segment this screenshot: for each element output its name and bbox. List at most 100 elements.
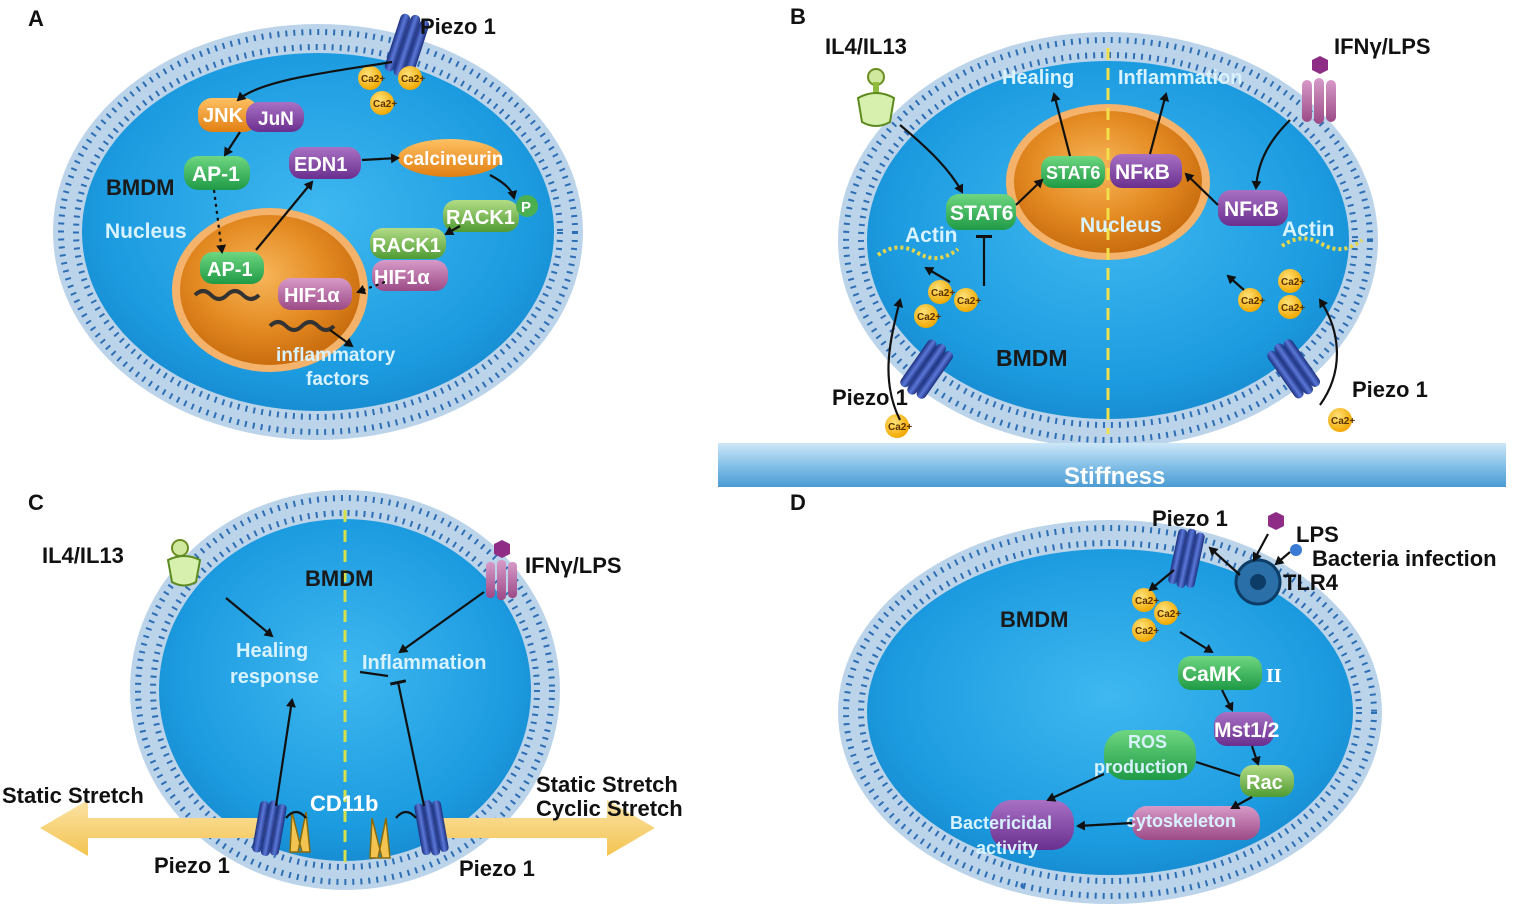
healing-response-label: response bbox=[230, 666, 319, 688]
rack1-p-label: RACK1 bbox=[446, 207, 515, 229]
arrow bbox=[1252, 533, 1269, 562]
rack1-p-protein bbox=[443, 200, 519, 232]
tlr4-receptor-icon bbox=[1234, 558, 1282, 606]
cd11b-label: CD11b bbox=[310, 791, 378, 816]
lps-icon bbox=[1268, 512, 1284, 530]
piezo-channel-icon bbox=[1267, 339, 1321, 399]
actin-filament-icon bbox=[876, 245, 960, 261]
ros-protein bbox=[1104, 730, 1196, 780]
arrow bbox=[1050, 92, 1072, 157]
bactericidal-protein bbox=[990, 800, 1074, 850]
bmdm-label: BMDM bbox=[996, 345, 1068, 371]
arrow bbox=[1148, 569, 1175, 592]
inhibition-bar bbox=[389, 679, 426, 807]
rack1-label: RACK1 bbox=[372, 235, 441, 257]
bmdm-label: BMDM bbox=[106, 175, 174, 200]
svg-text:Ca2+: Ca2+ bbox=[1241, 296, 1265, 307]
jun-label: JuN bbox=[258, 109, 294, 130]
calcineurin-label: calcineurin bbox=[403, 149, 503, 170]
ifn-receptor-icon bbox=[1302, 56, 1336, 124]
activity-label: activity bbox=[976, 838, 1038, 858]
panel-letter: D bbox=[790, 490, 806, 515]
piezo-label: Piezo 1 bbox=[1152, 506, 1228, 531]
arrow bbox=[1076, 820, 1133, 831]
stat6-nuclear-label: STAT6 bbox=[1046, 163, 1100, 183]
camk-protein bbox=[1178, 656, 1262, 690]
tlr4-label: TLR4 bbox=[1283, 570, 1339, 595]
panel-c: IL4/IL13 IFNγ/LPS BMDM Healing response … bbox=[2, 490, 683, 890]
lps-label: LPS bbox=[1296, 522, 1339, 547]
arrow bbox=[361, 153, 400, 164]
arrow bbox=[489, 174, 518, 200]
cyclic-stretch-label: Cyclic Stretch bbox=[536, 796, 683, 821]
piezo-channel-icon bbox=[252, 800, 287, 856]
ap1-nuclear-label: AP-1 bbox=[207, 259, 253, 281]
arrow bbox=[236, 60, 393, 102]
arrow bbox=[1251, 119, 1291, 190]
bacteria-label: Bacteria infection bbox=[1312, 546, 1497, 571]
arrow bbox=[444, 225, 461, 235]
piezo-left-label: Piezo 1 bbox=[154, 853, 230, 878]
nfkb-label: NFκB bbox=[1224, 198, 1279, 221]
stretch-arrow-right bbox=[420, 800, 655, 856]
arrow bbox=[329, 329, 354, 348]
piezo-label: Piezo 1 bbox=[420, 14, 496, 39]
static-stretch-left-label: Static Stretch bbox=[2, 783, 144, 808]
ros-production-label: production bbox=[1094, 757, 1188, 777]
calcineurin-protein bbox=[398, 139, 502, 177]
stat6-label: STAT6 bbox=[950, 202, 1013, 225]
cd11b-integrin-icon bbox=[289, 811, 391, 859]
arrow bbox=[1015, 178, 1044, 206]
arrow bbox=[1250, 745, 1261, 766]
stretch-arrow-left bbox=[40, 800, 278, 856]
rack1-protein bbox=[370, 228, 446, 259]
hif1a-protein bbox=[372, 260, 448, 291]
piezo-right-label: Piezo 1 bbox=[459, 856, 535, 881]
svg-text:Ca2+: Ca2+ bbox=[957, 296, 981, 307]
arrow bbox=[1274, 551, 1291, 566]
lipid-heads-outer bbox=[58, 29, 578, 435]
factors-label: factors bbox=[306, 369, 369, 390]
lipid-heads-outer bbox=[843, 525, 1377, 899]
ap1-nuclear-protein bbox=[200, 252, 264, 284]
il4-label: IL4/IL13 bbox=[825, 34, 907, 59]
hif1a-nuclear-protein bbox=[278, 278, 352, 310]
piezo-channel-icon bbox=[900, 339, 954, 399]
arrow bbox=[924, 266, 951, 283]
dna-icon bbox=[193, 289, 261, 301]
nucleus-label: Nucleus bbox=[1080, 214, 1162, 237]
arrow bbox=[887, 298, 904, 421]
il4-receptor-icon bbox=[166, 539, 202, 587]
inflammatory-label: inflammatory bbox=[276, 345, 396, 366]
arrow bbox=[1184, 172, 1219, 206]
arrow bbox=[1179, 631, 1214, 654]
arrow bbox=[395, 810, 417, 819]
jun-protein bbox=[246, 102, 304, 132]
actin-left-label: Actin bbox=[905, 224, 958, 247]
bmdm-label: BMDM bbox=[1000, 607, 1068, 632]
jnk-label: JNK bbox=[203, 105, 244, 127]
arrow bbox=[1195, 760, 1241, 778]
lipid-heads-inner bbox=[858, 540, 1362, 884]
hif1a-label: HIF1α bbox=[374, 267, 430, 289]
bacteria-icon bbox=[1290, 544, 1302, 556]
static-stretch-right-label: Static Stretch bbox=[536, 772, 678, 797]
arrow bbox=[1221, 689, 1234, 712]
inflammation-label: Inflammation bbox=[362, 652, 486, 674]
phospho-label: P bbox=[521, 199, 531, 216]
calcium-ion-icon: Ca2+ Ca2+ Ca2+ Ca2+ Ca2+ Ca2+ Ca2+ Ca2+ bbox=[885, 269, 1355, 438]
svg-text:Ca2+: Ca2+ bbox=[1281, 303, 1305, 314]
svg-text:Ca2+: Ca2+ bbox=[1281, 277, 1305, 288]
mst-protein bbox=[1214, 712, 1274, 746]
camk-suffix-label: II bbox=[1266, 665, 1282, 687]
svg-text:Ca2+: Ca2+ bbox=[917, 312, 941, 323]
calcium-ion-icon: Ca2+ Ca2+ Ca2+ bbox=[358, 66, 425, 115]
arrow bbox=[285, 810, 307, 819]
arrow bbox=[1226, 274, 1245, 291]
panel-letter: A bbox=[28, 6, 44, 31]
cytoplasm bbox=[867, 549, 1353, 875]
bactericidal-label: Bactericidal bbox=[950, 813, 1052, 833]
il4-label: IL4/IL13 bbox=[42, 543, 124, 568]
arrow bbox=[1148, 92, 1170, 155]
